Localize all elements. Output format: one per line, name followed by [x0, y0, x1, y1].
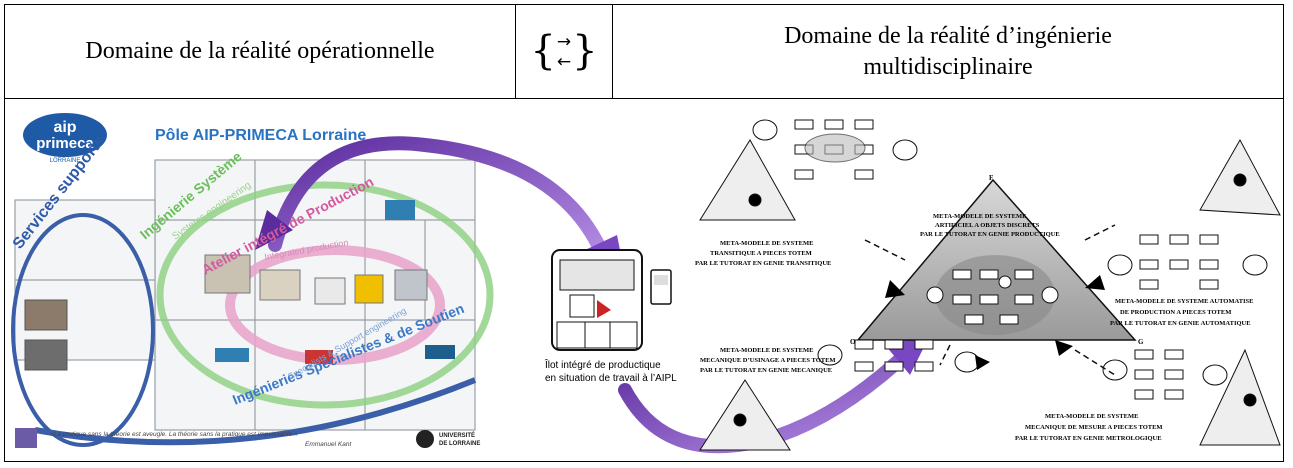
metamodel-diagram: F O G: [695, 119, 1281, 451]
double-arrow-icon: → ←: [557, 32, 571, 72]
left-brace-icon: {: [530, 28, 556, 74]
label-bl-3: PAR LE TUTORAT EN GENIE MECANIQUE: [700, 367, 832, 374]
label-r-2: DE PRODUCTION A PIECES TOTEM: [1120, 309, 1231, 316]
satellite-bottom-left: [699, 339, 980, 451]
illustration-row: aip primeca LORRAINE Pôle AIP-PRIMECA Lo…: [5, 100, 1283, 461]
logo-primeca: primeca: [36, 135, 94, 152]
letter-o: O: [850, 338, 856, 346]
label-r-1: META-MODELE DE SYSTEME AUTOMATISE: [1115, 298, 1254, 305]
satellite-bottom-right: [1102, 348, 1281, 446]
kant-author: Emmanuel Kant: [305, 441, 352, 448]
label-bl-1: META-MODELE DE SYSTEME: [720, 347, 813, 354]
header-left-text: Domaine de la réalité opérationnelle: [85, 38, 435, 64]
logo-sub: LORRAINE: [50, 158, 81, 164]
label-br-3: PAR LE TUTORAT EN GENIE METROLOGIQUE: [1015, 435, 1162, 442]
universite-line2: DE LORRAINE: [439, 441, 480, 447]
label-tl-2: TRANSITIQUE A PIECES TOTEM: [710, 250, 812, 257]
header-right-line2: multidisciplinaire: [863, 53, 1033, 80]
cell-caption-2: en situation de travail à l’AIPL: [545, 373, 677, 384]
header-right-line1: Domaine de la réalité d’ingénierie: [784, 22, 1112, 49]
satellite-top-left: [699, 119, 918, 221]
plant-layout-image: aip primeca LORRAINE Pôle AIP-PRIMECA Lo…: [9, 104, 627, 456]
label-br-1: META-MODELE DE SYSTEME: [1045, 413, 1138, 420]
header-row: Domaine de la réalité opérationnelle { →…: [5, 5, 1283, 99]
label-tl-1: META-MODELE DE SYSTEME: [720, 240, 813, 247]
right-brace-icon: }: [572, 28, 598, 74]
universite-logo-icon: [416, 430, 434, 448]
label-br-2: MECANIQUE DE MESURE A PIECES TOTEM: [1025, 424, 1163, 431]
header-operational-domain: Domaine de la réalité opérationnelle: [5, 5, 516, 98]
label-top-2: ARTIFICIEL A OBJETS DISCRETS: [935, 222, 1040, 229]
letter-g: G: [1138, 338, 1144, 346]
satellite-right: [1107, 138, 1281, 290]
label-r-3: PAR LE TUTORAT EN GENIE AUTOMATIQUE: [1110, 320, 1251, 327]
right-arrow-icon: →: [556, 31, 572, 52]
cell-caption-1: Îlot intégré de productique: [544, 358, 661, 371]
comparison-table: Domaine de la réalité opérationnelle { →…: [4, 4, 1284, 462]
label-top-1: META-MODELE DE SYSTEME: [933, 213, 1026, 220]
header-engineering-domain: Domaine de la réalité d’ingénierie multi…: [613, 5, 1283, 98]
illustration-svg: aip primeca LORRAINE Pôle AIP-PRIMECA Lo…: [9, 104, 1281, 456]
logo-aip: aip: [53, 119, 76, 136]
universite-line1: UNIVERSITÉ: [439, 431, 475, 439]
letter-f: F: [989, 174, 993, 182]
label-top-3: PAR LE TUTORAT EN GENIE PRODUCTIQUE: [920, 231, 1060, 238]
plant-title: Pôle AIP-PRIMECA Lorraine: [155, 127, 366, 144]
label-tl-3: PAR LE TUTORAT EN GENIE TRANSITIQUE: [695, 260, 831, 267]
label-bl-2: MECANIQUE D’USINAGE A PIECES TOTEM: [700, 357, 836, 364]
header-correspondence: { → ← }: [516, 5, 613, 98]
left-arrow-icon: ←: [556, 51, 572, 72]
kant-quote: «La pratique sans la théorie est aveugle…: [50, 431, 298, 438]
